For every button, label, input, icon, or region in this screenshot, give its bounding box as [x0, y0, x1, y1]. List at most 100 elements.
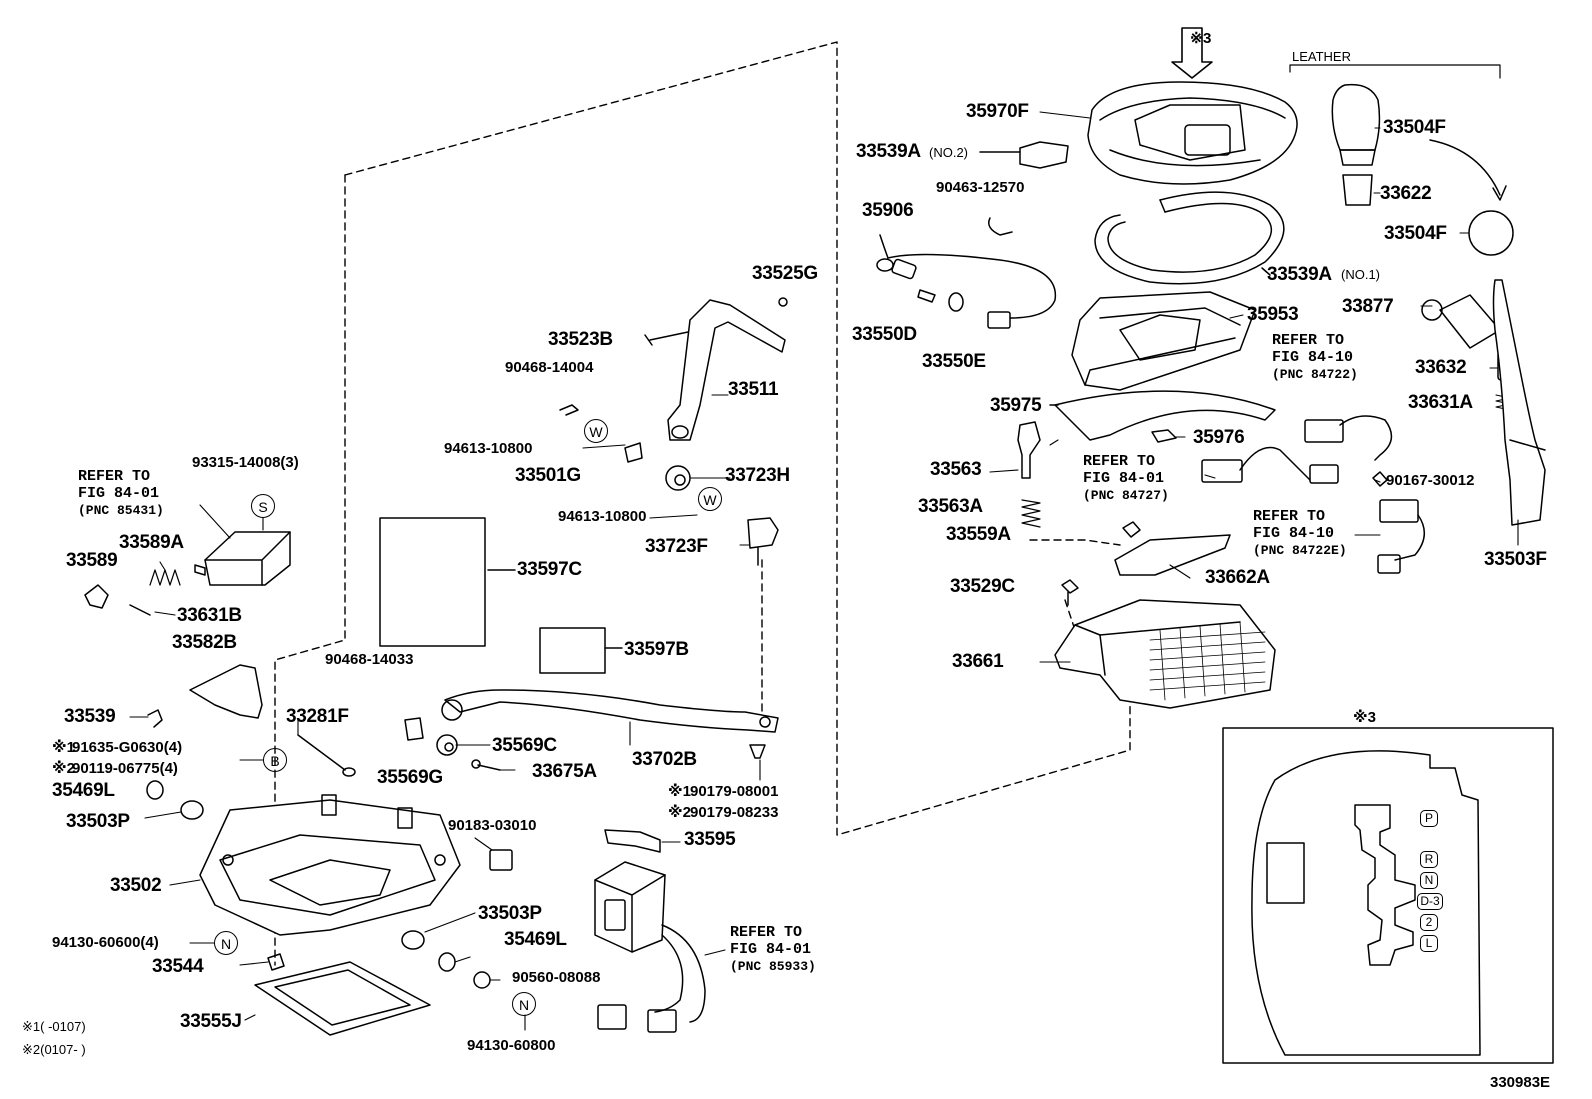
part-33661: 33661	[952, 651, 1004, 672]
part-90183-03010: 90183-03010	[448, 817, 537, 834]
part-33662A: 33662A	[1205, 567, 1270, 588]
part-33723F: 33723F	[645, 536, 708, 557]
mark-2-b: ※2	[52, 760, 75, 777]
mark-2-a: ※2	[668, 804, 691, 821]
solenoid-93315	[194, 531, 291, 586]
part-33597B: 33597B	[624, 639, 689, 660]
part-33511: 33511	[728, 379, 779, 400]
part-33631B: 33631B	[177, 605, 242, 626]
part-90468-14033: 90468-14033	[325, 651, 414, 668]
part-90119-06775: 90119-06775(4)	[72, 760, 178, 777]
part-35970F: 35970F	[966, 101, 1029, 122]
part-33503P-b: 33503P	[478, 903, 542, 924]
part-33563A: 33563A	[918, 496, 983, 517]
part-35469L-a: 35469L	[52, 780, 115, 801]
gate-position-l: L	[1420, 935, 1438, 952]
refer-line-1: REFER TO	[730, 924, 803, 941]
part-33563: 33563	[930, 459, 982, 480]
part-35975: 35975	[990, 395, 1042, 416]
part-33555J: 33555J	[180, 1011, 242, 1032]
part-35469L-b: 35469L	[504, 929, 567, 950]
part-33595: 33595	[684, 829, 736, 850]
lever-33511	[644, 297, 788, 441]
part-35976: 35976	[1193, 427, 1245, 448]
lever-33503F	[1492, 279, 1546, 526]
part-35953: 35953	[1247, 304, 1299, 325]
part-33589: 33589	[66, 550, 118, 571]
n-mark-b: N	[512, 992, 536, 1016]
part-90468-14004: 90468-14004	[505, 359, 594, 376]
refer-line-2: FIG 84-01	[730, 941, 812, 958]
gate-position-2: 2	[1420, 914, 1438, 931]
knob-33504F	[1331, 83, 1514, 256]
shift-body-33661	[1054, 599, 1276, 709]
footnote-2: ※2(0107- )	[22, 1042, 86, 1057]
part-33702B: 33702B	[632, 749, 697, 770]
part-33529C: 33529C	[950, 576, 1015, 597]
refer-line-2: FIG 84-01	[78, 485, 160, 502]
part-91635-G0630: 91635-G0630(4)	[72, 739, 183, 756]
inset-title: ※3	[1353, 709, 1376, 726]
part-33877: 33877	[1342, 296, 1394, 317]
footnote-1: ※1( -0107)	[22, 1019, 86, 1034]
part-33504F-alt: 33504F	[1384, 223, 1447, 244]
refer-line-3: (PNC 84722E)	[1253, 543, 1347, 558]
part-33539: 33539	[64, 706, 116, 727]
part-33503F: 33503F	[1484, 549, 1547, 570]
part-35906: 35906	[862, 200, 914, 221]
refer-box-85431: REFER TO FIG 84-01 (PNC 85431)	[78, 468, 164, 519]
part-33559A: 33559A	[946, 524, 1011, 545]
part-94130-60600: 94130-60600(4)	[52, 934, 159, 951]
refer-box-84727: REFER TO FIG 84-01 (PNC 84727)	[1083, 453, 1169, 504]
w-mark-b: W	[698, 487, 722, 511]
part-33539A-no1: 33539A	[1267, 264, 1332, 285]
refer-line-1: REFER TO	[1272, 332, 1345, 349]
refer-box-85933: REFER TO FIG 84-01 (PNC 85933)	[730, 924, 816, 975]
base-33502	[199, 794, 461, 936]
part-33675A: 33675A	[532, 761, 597, 782]
part-94130-60800: 94130-60800	[467, 1037, 556, 1054]
part-35569G: 35569G	[377, 767, 443, 788]
part-90167-30012: 90167-30012	[1386, 472, 1475, 489]
view-arrow	[1171, 27, 1213, 79]
part-90179-08001: 90179-08001	[690, 783, 779, 800]
seal-33539A	[1094, 191, 1285, 285]
b-mark: B	[263, 748, 287, 772]
part-94613-10800-a: 94613-10800	[444, 440, 533, 457]
view-arrow-mark: ※3	[1190, 31, 1212, 48]
w-mark-a: W	[584, 419, 608, 443]
part-33550E: 33550E	[922, 351, 986, 372]
gate-position-r: R	[1420, 851, 1438, 868]
s-mark: S	[251, 494, 275, 518]
part-90560-08088: 90560-08088	[512, 969, 601, 986]
part-33589A: 33589A	[119, 532, 184, 553]
part-33281F: 33281F	[286, 706, 349, 727]
part-33631A: 33631A	[1408, 392, 1473, 413]
part-33523B: 33523B	[548, 329, 613, 350]
mark-1-a: ※1	[668, 783, 691, 800]
housing-35953	[1071, 291, 1256, 391]
leather-label: LEATHER	[1292, 49, 1351, 64]
part-33622: 33622	[1380, 183, 1432, 204]
part-90179-08233: 90179-08233	[690, 804, 779, 821]
refer-box-84722E: REFER TO FIG 84-10 (PNC 84722E)	[1253, 508, 1347, 559]
refer-line-1: REFER TO	[78, 468, 151, 485]
gate-position-p: P	[1420, 810, 1438, 827]
refer-line-2: FIG 84-10	[1253, 525, 1335, 542]
module-85933	[594, 861, 706, 1033]
diagram-id: 330983E	[1490, 1074, 1551, 1091]
refer-line-3: (PNC 84727)	[1083, 488, 1169, 503]
part-33723H: 33723H	[725, 465, 790, 486]
part-35569C: 35569C	[492, 735, 557, 756]
gate-position-n: N	[1420, 872, 1438, 889]
refer-line-3: (PNC 85933)	[730, 959, 816, 974]
inset-gate-view	[1222, 727, 1554, 1064]
note-no1: (NO.1)	[1341, 267, 1380, 282]
part-33632: 33632	[1415, 357, 1467, 378]
bezel-35970F	[1087, 81, 1298, 185]
sensor-35906	[876, 217, 1057, 329]
part-33597C: 33597C	[517, 559, 582, 580]
refer-line-1: REFER TO	[1083, 453, 1156, 470]
